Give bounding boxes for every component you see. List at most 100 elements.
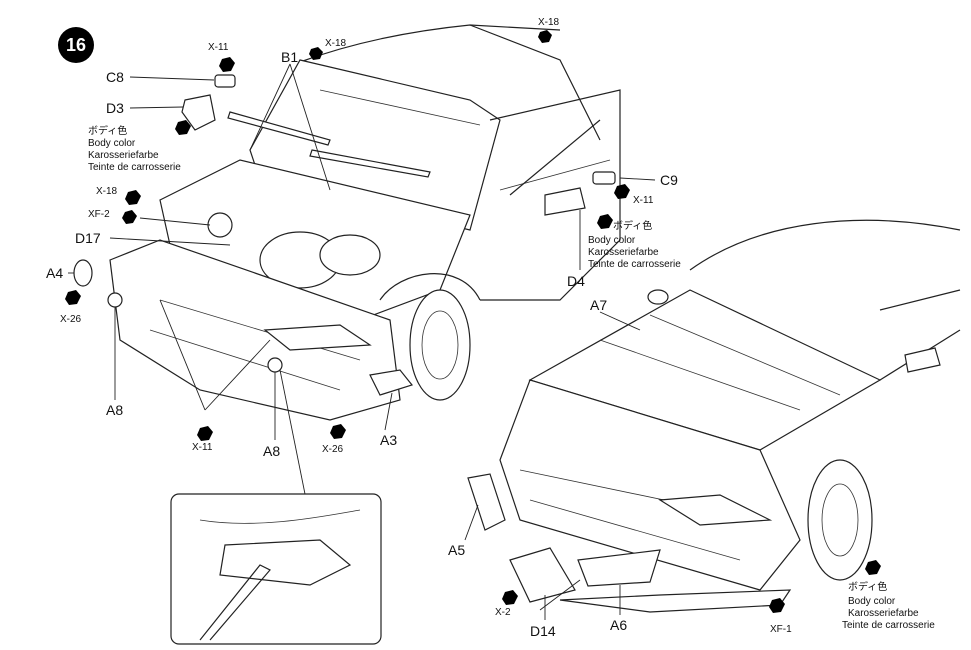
mirror-d3 xyxy=(181,94,216,131)
step-number: 16 xyxy=(66,35,86,55)
marker-body-left xyxy=(175,120,191,135)
right-mirror-left xyxy=(647,289,669,305)
marker-xf2 xyxy=(122,210,137,224)
wiper-right xyxy=(309,149,431,178)
note-right-fr: Teinte de carrosserie xyxy=(842,620,935,631)
label-b1: B1 xyxy=(281,49,298,65)
right-lower-line xyxy=(529,499,741,561)
roof-line xyxy=(299,24,561,63)
marker-x11-top xyxy=(219,57,235,72)
side-molding xyxy=(499,159,611,191)
label-d14: D14 xyxy=(530,623,556,639)
rear-pillar xyxy=(469,24,601,141)
reservoir xyxy=(207,212,233,238)
marker-x11-right xyxy=(614,184,630,199)
left-car-illustration xyxy=(73,24,621,421)
leader-c9 xyxy=(619,177,656,181)
wheel-rim xyxy=(421,310,459,380)
label-a6: A6 xyxy=(610,617,627,633)
marker-x11-bottom xyxy=(197,426,213,441)
leader-a3 xyxy=(384,392,393,431)
label-x2: X-2 xyxy=(495,607,511,618)
body-color-note-right: ボディ色 Body color Karosseriefarbe Teinte d… xyxy=(842,580,935,631)
note-mid-en: Body color xyxy=(588,235,636,246)
note-right-de: Karosseriefarbe xyxy=(848,608,919,619)
hood-crease-1 xyxy=(599,339,801,411)
label-x18-b1: X-18 xyxy=(325,38,347,49)
leader-b1-b xyxy=(289,63,331,191)
label-a3: A3 xyxy=(380,432,397,448)
headlight xyxy=(263,324,372,351)
body-color-note-left: ボディ色 Body color Karosseriefarbe Teinte d… xyxy=(88,124,181,173)
right-front-wheel xyxy=(807,459,873,581)
note-mid-jp: ボディ色 xyxy=(613,219,652,232)
part-a8-mid xyxy=(267,357,283,373)
label-d3: D3 xyxy=(106,100,124,116)
label-xf2-left: XF-2 xyxy=(88,209,110,220)
body-color-note-mid: ボディ色 Body color Karosseriefarbe Teinte d… xyxy=(588,219,681,270)
wheel-arch xyxy=(379,273,481,301)
inset-hood-edge xyxy=(199,509,361,524)
lower-grille-line xyxy=(149,329,341,391)
leader-x11-a xyxy=(159,299,206,411)
mirror-d4 xyxy=(544,187,586,216)
right-mirror xyxy=(904,347,941,373)
marker-body-mid xyxy=(597,214,613,229)
leader-d17 xyxy=(109,237,231,246)
marker-x18-b1 xyxy=(309,47,323,60)
label-x18-top: X-18 xyxy=(538,17,560,28)
part-a8-left xyxy=(107,292,123,308)
label-x18-left: X-18 xyxy=(96,186,118,197)
right-roof xyxy=(689,219,961,271)
part-a3 xyxy=(369,369,414,396)
hood-crease-2 xyxy=(649,314,841,396)
leader-lines xyxy=(68,63,656,620)
inset-detail xyxy=(170,369,382,645)
inset-leader xyxy=(279,369,306,495)
label-x11-top: X-11 xyxy=(208,42,229,53)
leader-c8 xyxy=(129,76,215,81)
front-wheel xyxy=(409,289,471,401)
leader-xf2 xyxy=(139,217,211,226)
leader-x11-b xyxy=(204,339,271,411)
part-d14 xyxy=(509,547,576,603)
inset-tool xyxy=(199,564,271,641)
note-left-jp: ボディ色 xyxy=(88,124,127,137)
leader-b1-a xyxy=(249,63,291,151)
part-c9 xyxy=(592,171,616,185)
label-x11-bottom: X-11 xyxy=(192,442,213,453)
right-car-illustration xyxy=(467,219,961,613)
right-window xyxy=(879,289,961,311)
label-a7: A7 xyxy=(590,297,607,313)
right-wheel-rim xyxy=(821,483,859,557)
leader-x2 xyxy=(539,579,581,611)
label-a8-mid: A8 xyxy=(263,443,280,459)
note-right-jp: ボディ色 xyxy=(848,580,887,593)
label-c8: C8 xyxy=(106,69,124,85)
paint-markers xyxy=(65,30,881,613)
label-x26-left: X-26 xyxy=(60,314,82,325)
label-a8-left: A8 xyxy=(106,402,123,418)
marker-x26-left xyxy=(65,290,81,305)
label-a4: A4 xyxy=(46,265,63,281)
windshield-line xyxy=(319,89,481,126)
note-right-en: Body color xyxy=(848,596,896,607)
part-labels: X-11 C8 D3 B1 X-18 X-18 X-18 XF-2 D17 A4… xyxy=(46,17,792,639)
wiper-left xyxy=(227,111,331,146)
note-left-de: Karosseriefarbe xyxy=(88,150,159,161)
note-left-en: Body color xyxy=(88,138,136,149)
label-a5: A5 xyxy=(448,542,465,558)
marker-x18-top xyxy=(538,30,552,43)
label-c9: C9 xyxy=(660,172,678,188)
part-a4 xyxy=(73,259,93,287)
door-outline xyxy=(480,89,621,301)
note-mid-de: Karosseriefarbe xyxy=(588,247,659,258)
step-badge: 16 xyxy=(58,27,94,63)
part-xf1-spoiler xyxy=(559,589,792,613)
marker-body-right xyxy=(865,560,881,575)
marker-x18-left xyxy=(125,190,141,205)
marker-x2 xyxy=(502,590,518,605)
front-fascia xyxy=(109,239,401,421)
note-mid-fr: Teinte de carrosserie xyxy=(588,259,681,270)
